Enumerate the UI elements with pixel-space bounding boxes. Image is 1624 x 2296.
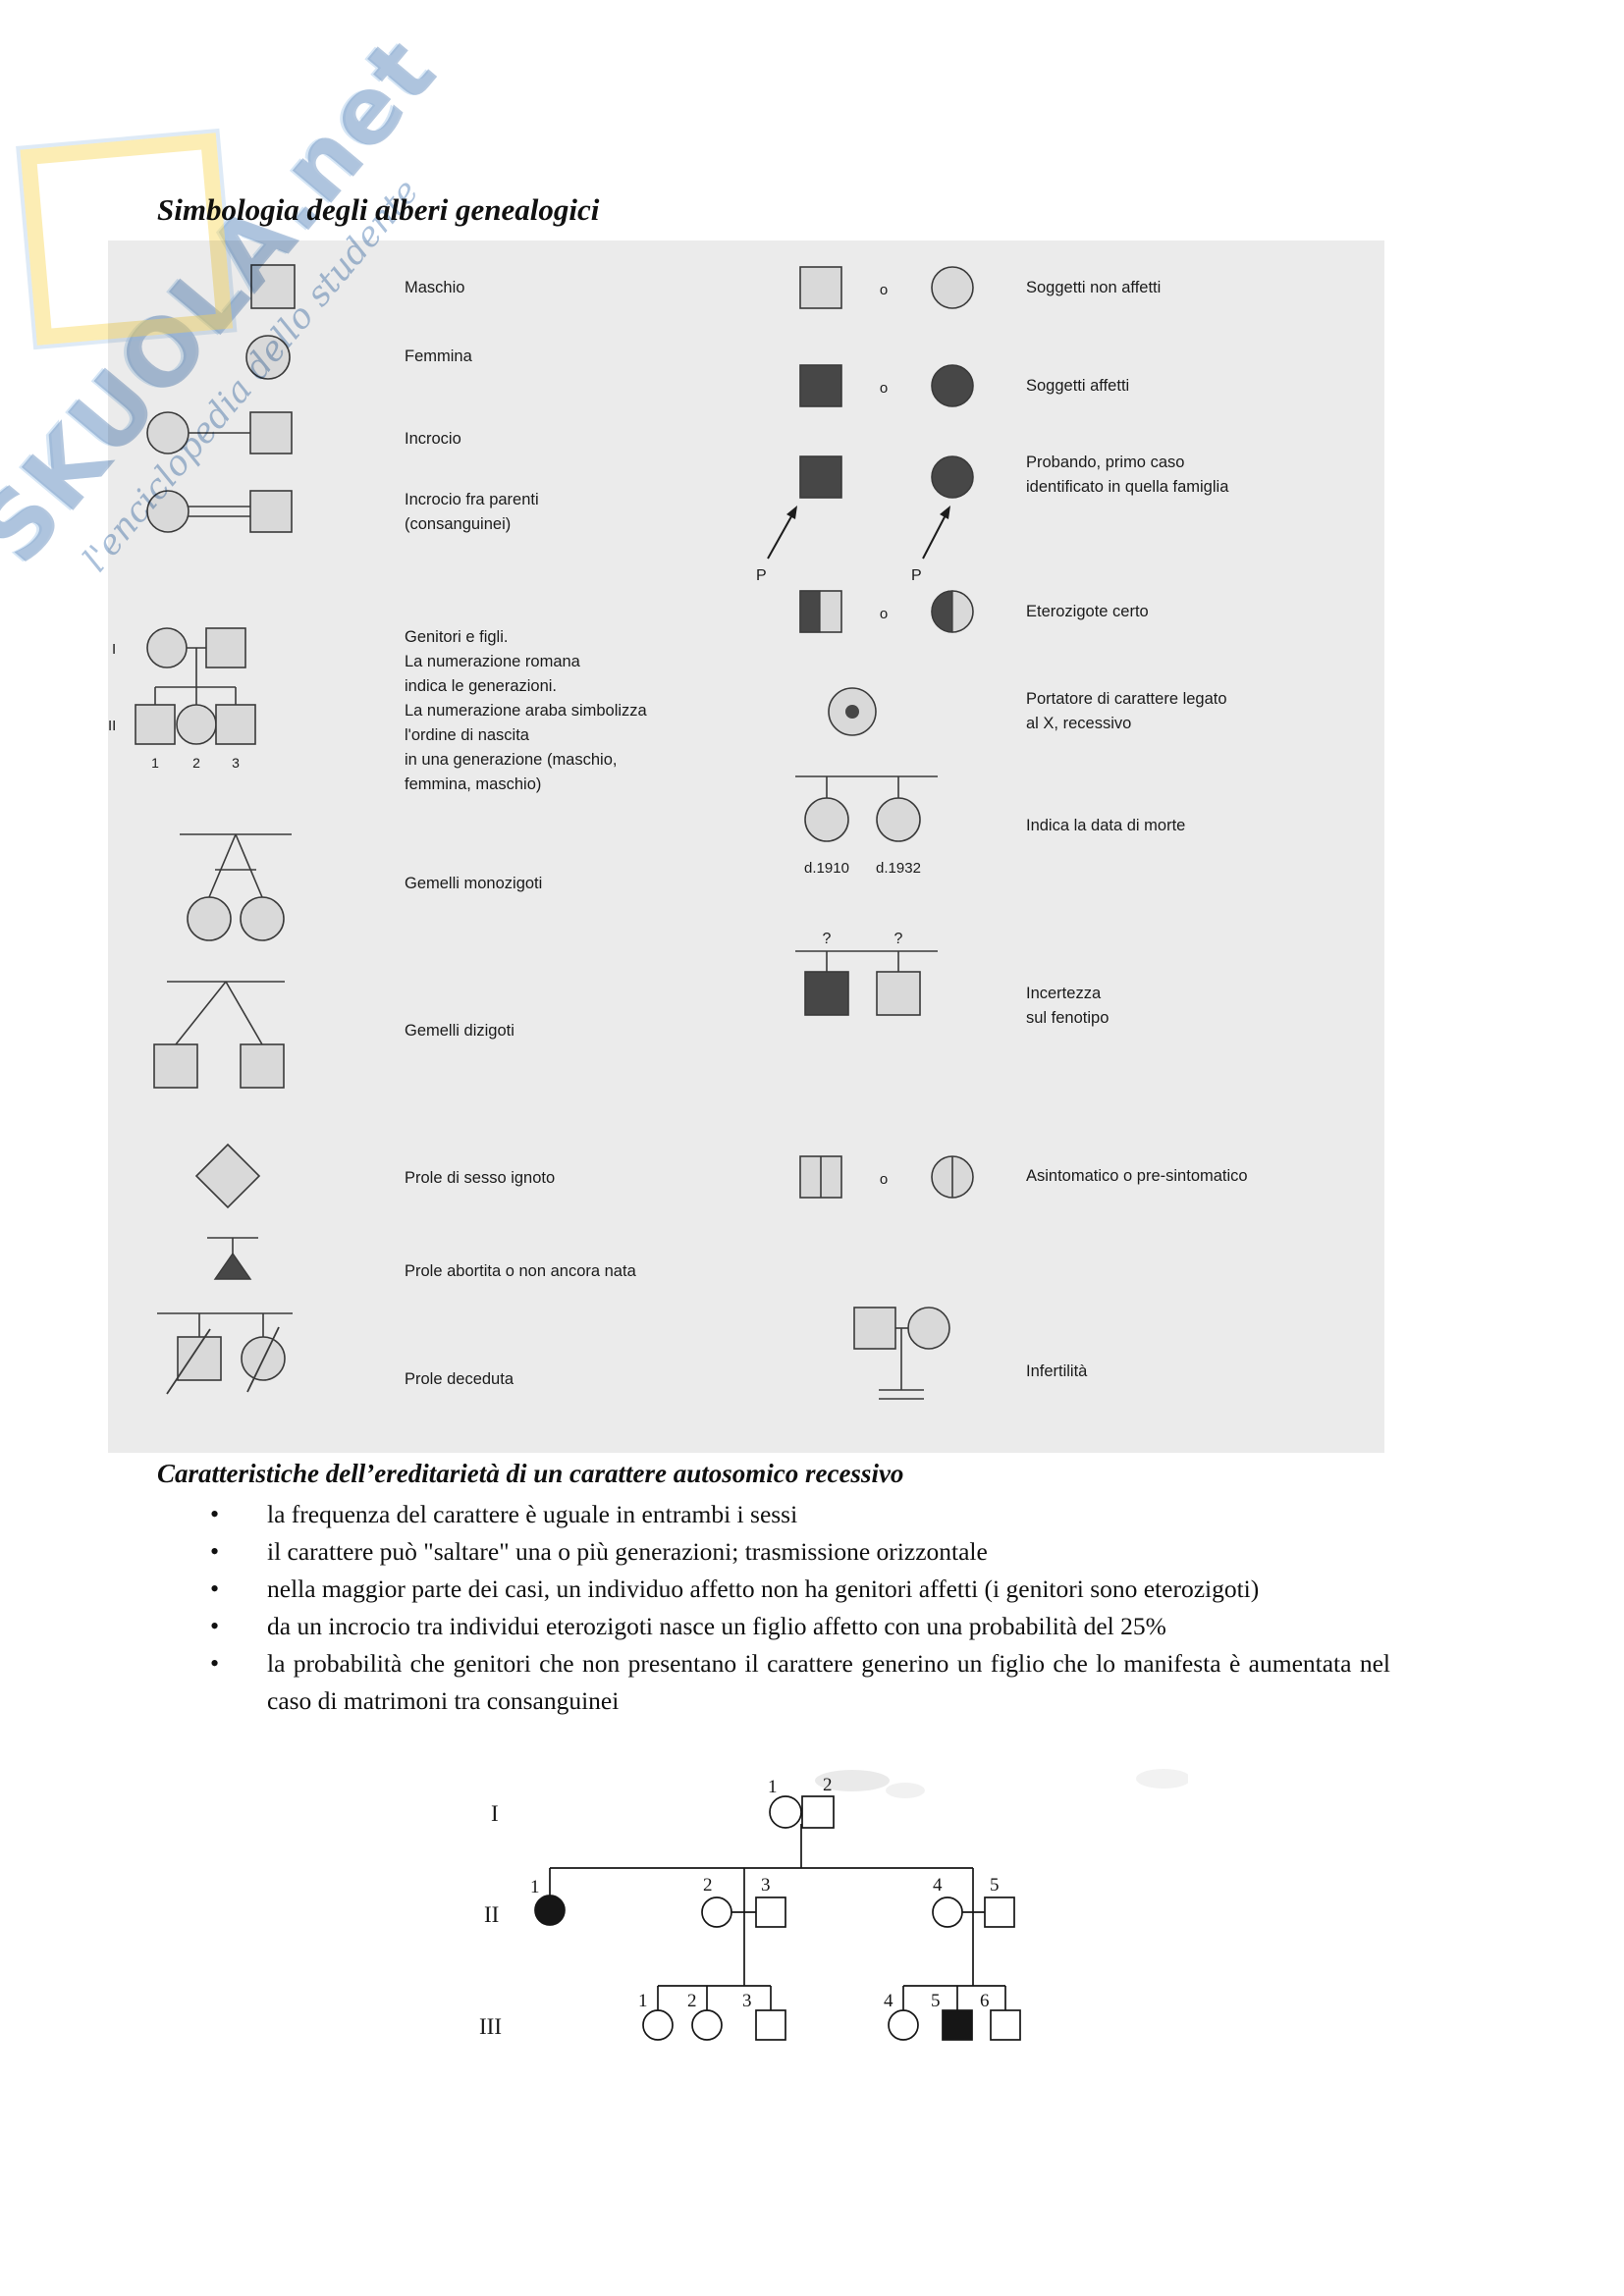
roman-numeral-ii: II (108, 718, 116, 734)
individual-number: 2 (703, 1875, 713, 1896)
individual-number: 2 (687, 1991, 697, 2011)
asintomatico-symbol: o (799, 1155, 974, 1199)
o-separator: o (880, 1171, 888, 1188)
infertilita-symbol (853, 1307, 950, 1400)
label-asintomatico: Asintomatico o pre-sintomatico (1026, 1167, 1248, 1185)
individual-number: 5 (931, 1991, 941, 2011)
death-date-1932: d.1932 (876, 860, 921, 877)
label-incrocio: Incrocio (405, 430, 461, 448)
label-maschio: Maschio (405, 279, 465, 296)
prole-abortita-symbol (207, 1237, 258, 1280)
birth-order-2: 2 (192, 755, 200, 771)
individual-number: 3 (761, 1875, 771, 1896)
label-incrocio-consanguinei: Incrocio fra parenti (consanguinei) (405, 491, 539, 533)
prole-deceduta-symbol (157, 1312, 293, 1395)
label-gemelli-monozigoti: Gemelli monozigoti (405, 875, 543, 892)
bullet-item: la frequenza del carattere è uguale in e… (196, 1496, 1390, 1533)
label-soggetti-non-affetti: Soggetti non affetti (1026, 279, 1162, 296)
incrocio-symbol (146, 411, 293, 454)
maschio-symbol (250, 264, 296, 309)
label-portatore-x: Portatore di carattere legato al X, rece… (1026, 690, 1227, 732)
generation-label-i: I (491, 1801, 499, 1826)
birth-order-3: 3 (232, 755, 240, 771)
roman-numeral-i: I (112, 641, 116, 658)
individual-number: 4 (933, 1875, 943, 1896)
eterozigote-certo-symbol: o (799, 590, 974, 633)
individual-number: 3 (742, 1991, 752, 2011)
soggetti-non-affetti-symbol: o (799, 266, 974, 309)
death-date-1910: d.1910 (804, 860, 849, 877)
o-separator: o (880, 282, 888, 298)
label-prole-sesso-ignoto: Prole di sesso ignoto (405, 1169, 556, 1187)
gemelli-monozigoti-symbol (180, 833, 292, 941)
label-incertezza-fenotipo: Incertezza sul fenotipo (1026, 985, 1110, 1027)
individual-number: 1 (768, 1777, 778, 1797)
individual-number: 4 (884, 1991, 893, 2011)
bullet-list: la frequenza del carattere è uguale in e… (196, 1496, 1390, 1720)
question-mark: ? (894, 931, 903, 947)
pedigree-chart: I II III 1 2 1 2 3 4 5 (479, 1769, 1188, 2041)
individual-number: 5 (990, 1875, 1000, 1896)
label-genitori-e-figli: Genitori e figli. La numerazione romana … (405, 628, 647, 793)
probando-symbol: P P (756, 455, 974, 584)
individual-number: 1 (638, 1991, 648, 2011)
o-separator: o (880, 606, 888, 622)
incrocio-consanguinei-symbol (146, 490, 293, 533)
pedigree-symbols-figure: Maschio Femmina Incrocio Incrocio fra pa… (108, 240, 1384, 1453)
data-di-morte-symbol: d.1910 d.1932 (795, 775, 938, 877)
prole-sesso-ignoto-symbol (194, 1143, 261, 1209)
generation-label-ii: II (484, 1902, 499, 1927)
o-separator: o (880, 380, 888, 397)
page-title: Simbologia degli alberi genealogici (157, 192, 600, 227)
bullet-item: da un incrocio tra individui eterozigoti… (196, 1608, 1390, 1645)
generation-label-iii: III (479, 2014, 502, 2039)
label-femmina: Femmina (405, 347, 472, 365)
label-soggetti-affetti: Soggetti affetti (1026, 377, 1130, 395)
label-gemelli-dizigoti: Gemelli dizigoti (405, 1022, 514, 1040)
individual-number: 1 (530, 1877, 540, 1897)
individual-number: 6 (980, 1991, 990, 2011)
soggetti-affetti-symbol: o (799, 364, 974, 407)
label-prole-abortita: Prole abortita o non ancora nata (405, 1262, 636, 1280)
proband-p-label: P (756, 567, 767, 584)
label-eterozigote-certo: Eterozigote certo (1026, 603, 1149, 620)
bullet-item: la probabilità che genitori che non pres… (196, 1645, 1390, 1720)
label-probando: Probando, primo caso identificato in que… (1026, 454, 1229, 496)
section-title: Caratteristiche dell’ereditarietà di un … (157, 1459, 904, 1488)
incertezza-fenotipo-symbol: ? ? (795, 931, 938, 1016)
label-infertilita: Infertilità (1026, 1362, 1088, 1380)
gemelli-dizigoti-symbol (153, 981, 285, 1089)
portatore-x-symbol (828, 687, 877, 736)
label-data-di-morte: Indica la data di morte (1026, 817, 1186, 834)
bullet-item: nella maggior parte dei casi, un individ… (196, 1571, 1390, 1608)
bullet-item: il carattere può "saltare" una o più gen… (196, 1533, 1390, 1571)
femmina-symbol (245, 335, 291, 380)
individual-number: 2 (823, 1775, 833, 1795)
question-mark: ? (823, 931, 832, 947)
proband-p-label: P (911, 567, 922, 584)
genitori-e-figli-symbol: I II 1 2 3 (108, 627, 256, 771)
label-prole-deceduta: Prole deceduta (405, 1370, 514, 1388)
birth-order-1: 1 (151, 755, 159, 771)
